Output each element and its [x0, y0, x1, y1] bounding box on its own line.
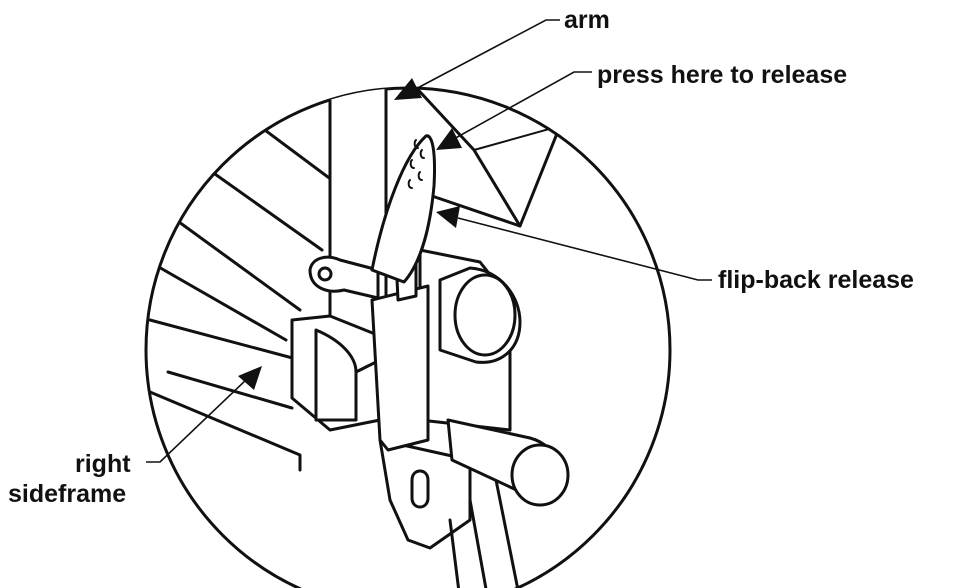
callout-arm-leader — [394, 19, 560, 100]
sideframe-clamp — [290, 314, 382, 432]
lower-knob — [446, 418, 570, 507]
label-right: right — [75, 450, 131, 478]
press-release-tab — [370, 134, 436, 284]
label-sideframe: sideframe — [8, 480, 127, 508]
label-press-here-to-release: press here to release — [597, 61, 848, 89]
callout-flip-leader — [436, 206, 712, 281]
upper-knob — [438, 266, 522, 364]
callout-sideframe-leader — [146, 366, 262, 463]
label-arm: arm — [564, 6, 610, 34]
callout-press-leader — [436, 71, 592, 150]
label-flip-back-release: flip-back release — [718, 266, 914, 294]
detail-drawing — [148, 88, 570, 588]
right-sideframe-tube — [148, 318, 302, 472]
